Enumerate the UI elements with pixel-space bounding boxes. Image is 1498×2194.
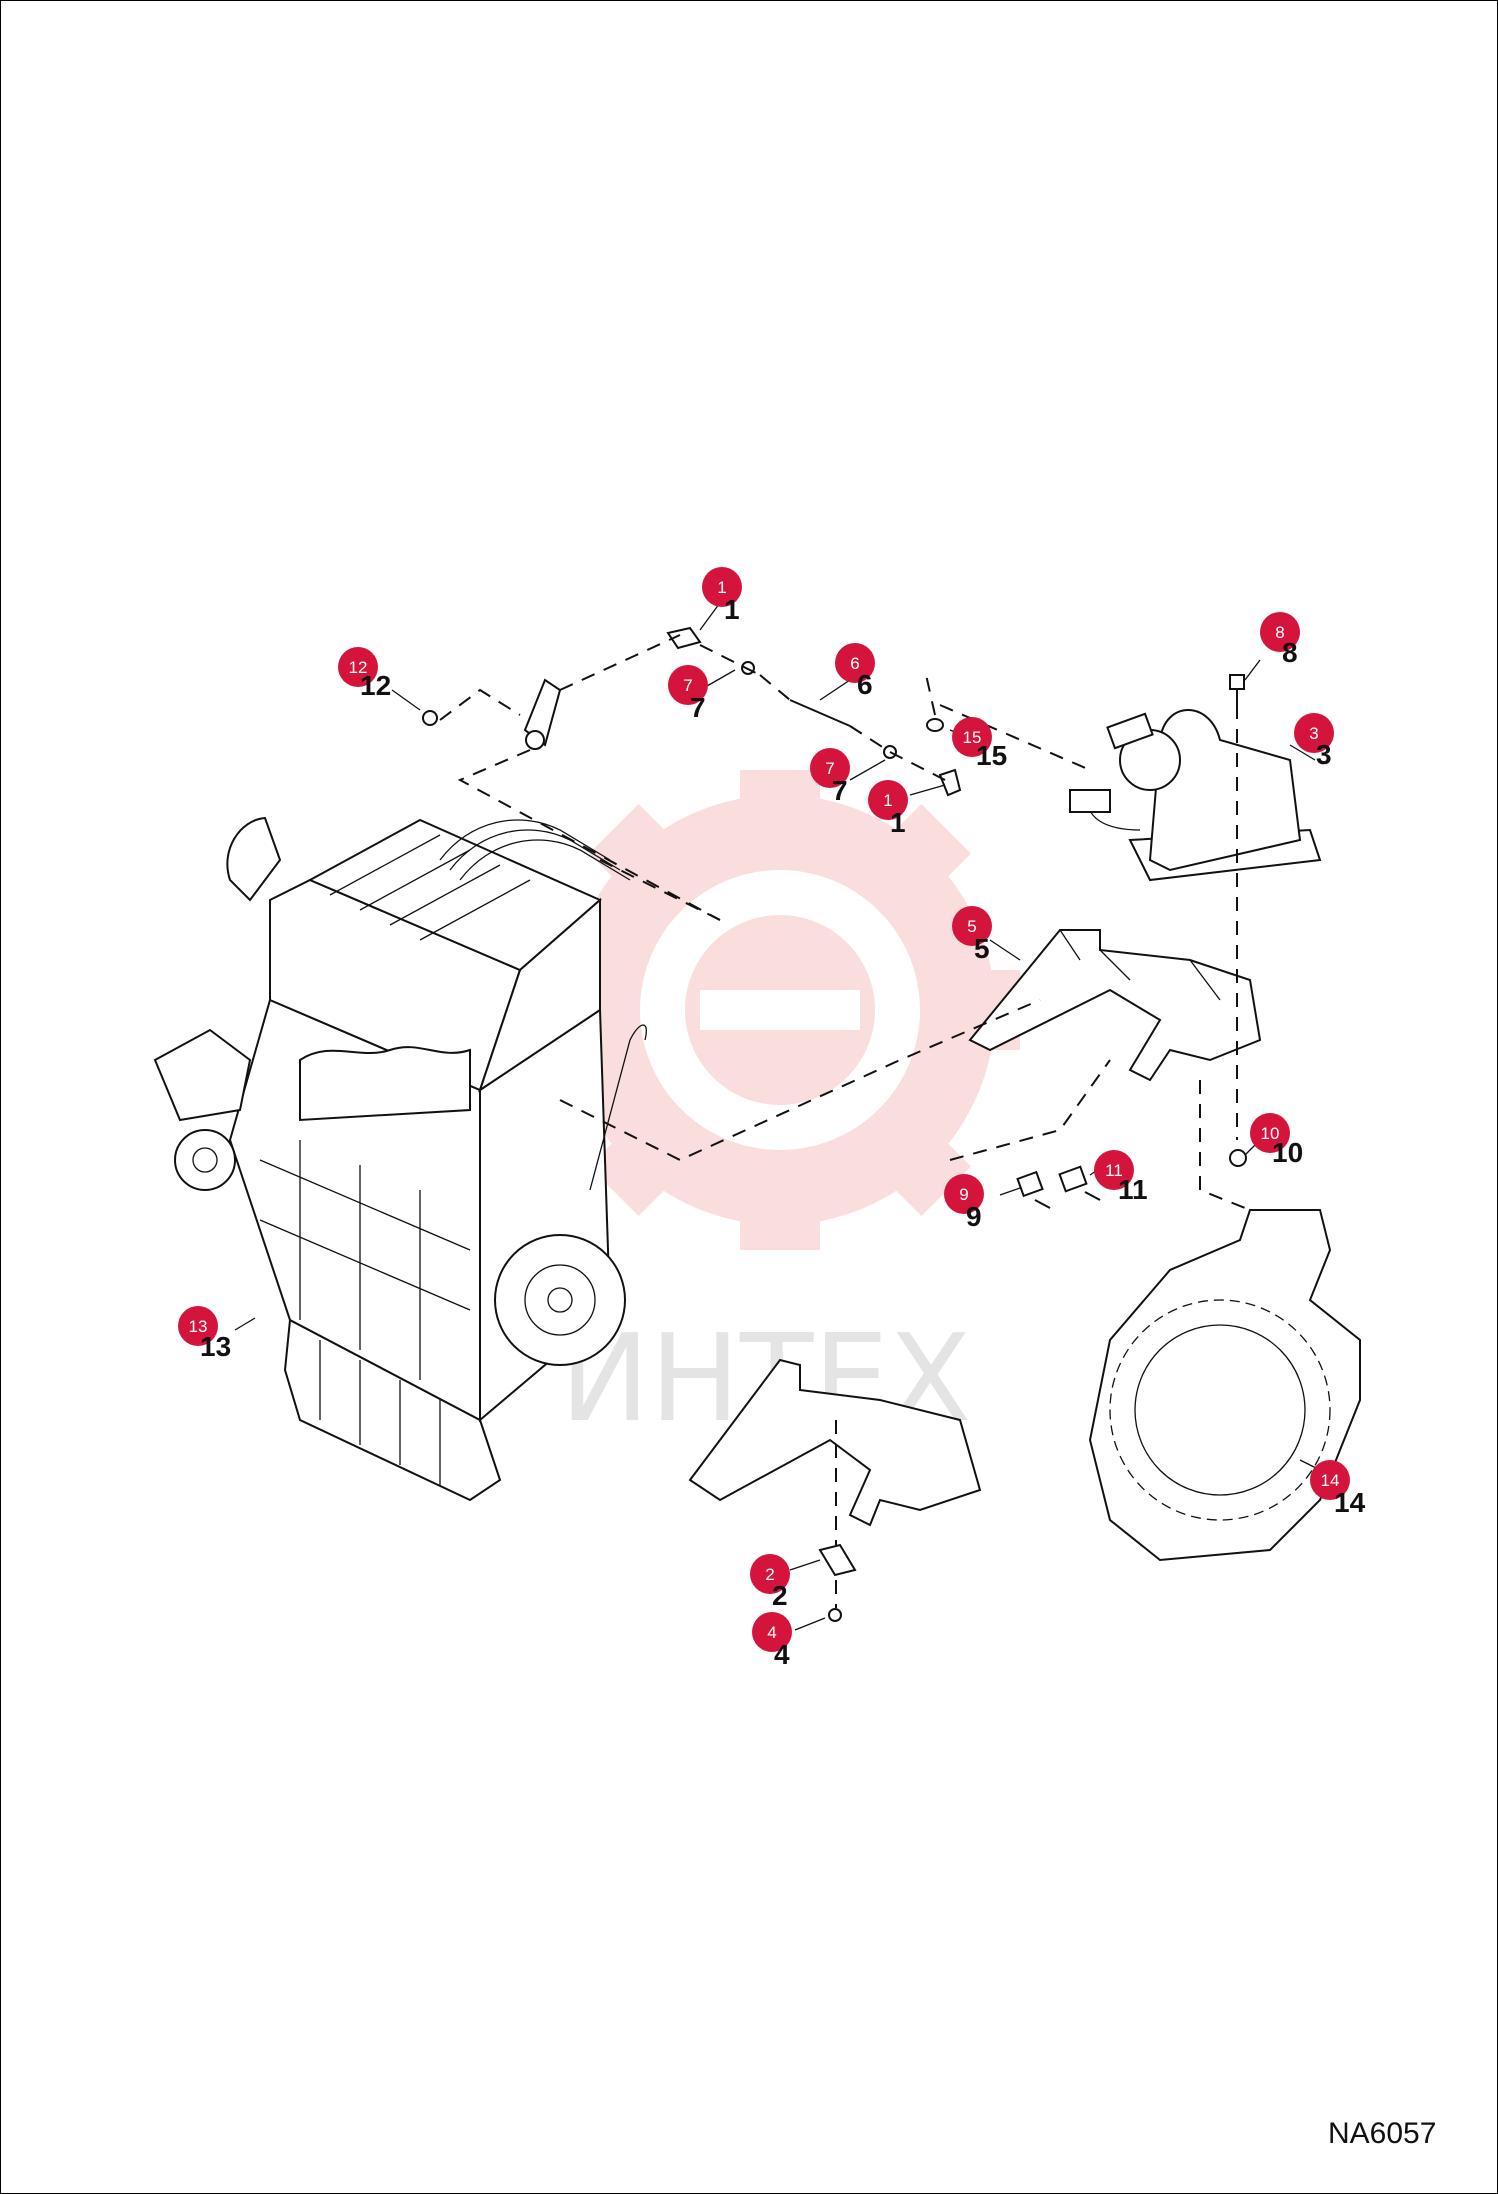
bolt-8 — [1229, 674, 1245, 705]
mounting-bracket-5 — [968, 929, 1262, 1082]
svg-text:15: 15 — [976, 740, 1007, 771]
svg-text:8: 8 — [1282, 637, 1298, 668]
callout-2: 2 2 — [750, 1554, 790, 1611]
svg-text:6: 6 — [857, 669, 873, 700]
svg-text:8: 8 — [1275, 623, 1284, 642]
svg-text:3: 3 — [1316, 739, 1332, 770]
throttle-bracket-12 — [523, 678, 562, 750]
callout-12: 12 12 — [338, 647, 391, 701]
svg-text:4: 4 — [767, 1623, 776, 1642]
svg-text:1: 1 — [883, 791, 892, 810]
screw-4 — [828, 1608, 842, 1622]
callout-6: 6 6 — [835, 643, 875, 700]
rod-6 — [789, 699, 851, 727]
svg-text:4: 4 — [774, 1639, 790, 1670]
svg-text:12: 12 — [360, 670, 391, 701]
callout-11: 11 11 — [1094, 1150, 1148, 1205]
callout-14: 14 14 — [1310, 1460, 1366, 1518]
watermark-logo — [540, 770, 1020, 1250]
svg-text:2: 2 — [765, 1565, 774, 1584]
drawing-code: NA6057 — [1328, 2117, 1436, 2150]
svg-text:10: 10 — [1272, 1137, 1303, 1168]
callout-1-top: 1 1 — [702, 567, 742, 625]
svg-text:14: 14 — [1321, 1471, 1340, 1490]
svg-text:15: 15 — [963, 728, 982, 747]
callout-9: 9 9 — [944, 1174, 984, 1232]
engine-block — [153, 816, 647, 1502]
svg-text:1: 1 — [724, 594, 740, 625]
callout-4: 4 4 — [752, 1612, 792, 1670]
svg-text:10: 10 — [1261, 1124, 1280, 1143]
svg-text:5: 5 — [974, 933, 990, 964]
svg-text:6: 6 — [850, 654, 859, 673]
svg-text:3: 3 — [1309, 724, 1318, 743]
callout-7-bottom: 7 7 — [810, 748, 850, 806]
svg-text:5: 5 — [967, 917, 976, 936]
callout-1-bottom: 1 1 — [868, 780, 908, 838]
svg-text:11: 11 — [1118, 1174, 1148, 1205]
svg-text:14: 14 — [1334, 1487, 1366, 1518]
svg-text:13: 13 — [200, 1331, 231, 1362]
ball-joint-1-top — [666, 626, 702, 650]
washer-15 — [926, 718, 944, 732]
svg-text:1: 1 — [890, 807, 906, 838]
support-bracket-lower — [688, 1358, 982, 1527]
callout-10: 10 10 — [1250, 1113, 1303, 1168]
callout-5: 5 5 — [952, 906, 992, 964]
bolt-9 — [1016, 1170, 1051, 1209]
ball-joint-1-bottom — [938, 768, 962, 797]
adapter-plate-14 — [1088, 1209, 1361, 1562]
svg-text:9: 9 — [966, 1201, 982, 1232]
solenoid-3 — [1069, 709, 1322, 882]
svg-text:9: 9 — [959, 1185, 968, 1204]
callout-15: 15 15 — [952, 717, 1007, 771]
svg-text:1: 1 — [717, 578, 726, 597]
nut-10 — [1229, 1149, 1247, 1167]
callout-7-top: 7 7 — [668, 665, 708, 723]
svg-text:7: 7 — [690, 692, 706, 723]
callout-13: 13 13 — [178, 1306, 231, 1362]
callout-3: 3 3 — [1294, 713, 1334, 770]
svg-text:7: 7 — [683, 676, 692, 695]
svg-text:7: 7 — [825, 759, 834, 778]
clip-2 — [818, 1543, 857, 1577]
svg-text:12: 12 — [349, 658, 368, 677]
assembly-lines — [439, 634, 1251, 1608]
svg-text:2: 2 — [772, 1580, 788, 1611]
svg-text:13: 13 — [189, 1317, 208, 1336]
svg-text:11: 11 — [1105, 1161, 1123, 1180]
svg-text:7: 7 — [832, 775, 848, 806]
bolt-11 — [1058, 1165, 1101, 1201]
nut-12 — [422, 710, 438, 726]
callout-8: 8 8 — [1260, 612, 1300, 668]
